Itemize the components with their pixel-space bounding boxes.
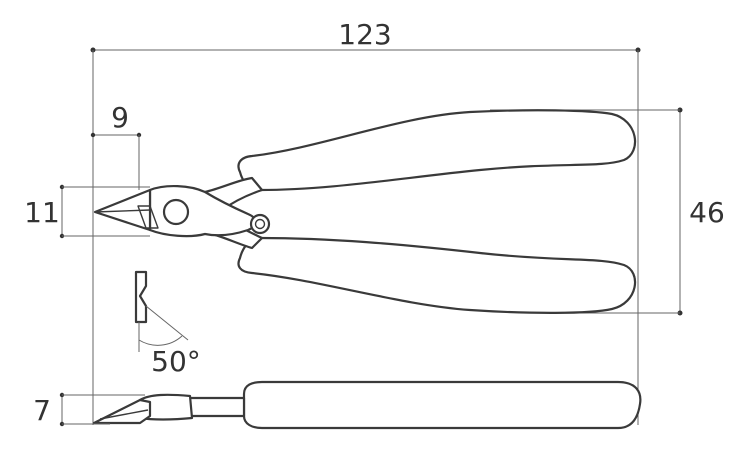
cutting-angle-label: 50°	[151, 345, 201, 378]
pliers-top-view	[93, 109, 637, 314]
side-shank	[188, 396, 246, 418]
side-head	[138, 393, 194, 421]
jaw-length-dimension: 9	[90, 101, 142, 190]
thickness-dimension: 7	[33, 392, 145, 427]
lower-handle	[237, 236, 637, 314]
spring-hole	[162, 198, 190, 226]
jaw-insert	[137, 205, 159, 229]
thickness-label: 7	[33, 394, 51, 427]
pliers-side-view	[92, 380, 642, 430]
angle-blade-profile	[134, 270, 148, 324]
jaw-width-label: 11	[24, 196, 60, 229]
pivot-rivet	[249, 213, 271, 235]
upper-handle	[237, 109, 637, 192]
overall-length-label: 123	[338, 18, 391, 51]
jaw-width-dimension: 11	[24, 184, 150, 239]
handle-spread-label: 46	[689, 196, 725, 229]
cutting-angle-detail: 50°	[134, 270, 201, 378]
handle-spread-dimension: 46	[490, 107, 725, 316]
jaw-length-label: 9	[111, 101, 129, 134]
overall-length-dimension: 123	[90, 18, 641, 425]
side-handle	[242, 380, 642, 430]
